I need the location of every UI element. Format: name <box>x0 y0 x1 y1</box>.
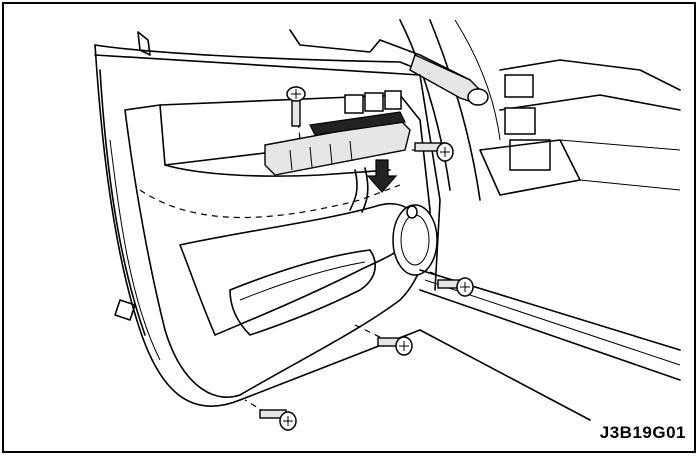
figure-code: J3B19G01 <box>599 423 686 442</box>
door-trim-panel <box>124 94 438 398</box>
screw-icon <box>437 277 474 297</box>
screw-icon <box>414 142 454 162</box>
door-clip <box>137 31 151 56</box>
mirror-stalk <box>409 54 489 106</box>
screw-icon <box>286 86 306 127</box>
screw-icon <box>259 409 297 431</box>
screw-icon <box>377 336 413 356</box>
window-frame <box>94 19 501 201</box>
dashboard <box>479 59 681 196</box>
down-arrow-icon <box>366 159 398 193</box>
window-switch-assembly <box>264 90 411 213</box>
